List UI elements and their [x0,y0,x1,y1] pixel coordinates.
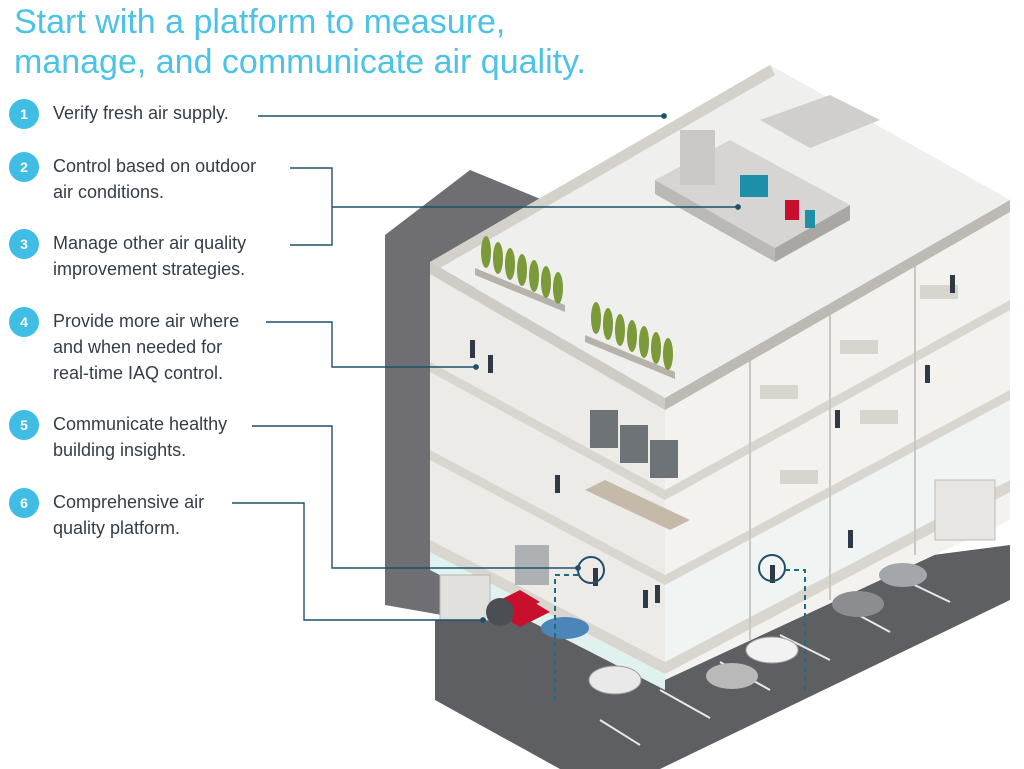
step-4-label: Provide more air where and when needed f… [53,311,240,383]
step-1-badge: 1 [9,99,39,129]
step-4-badge: 4 [9,307,39,337]
air-handling-unit-icon [655,95,880,262]
parked-car-icon [541,563,927,695]
revolving-door [515,545,549,585]
step-3-badge: 3 [9,229,39,259]
shrub-planter-icon-2 [585,302,675,379]
step-5-badge: 5 [9,410,39,440]
step-2-badge: 2 [9,152,39,182]
server-cabinets [590,410,678,478]
step-3-label: Manage other air quality improvement str… [53,233,247,279]
step-6-badge: 6 [9,488,39,518]
office-person-icon [470,275,955,608]
step-6-label: Comprehensive air quality platform. [53,492,205,538]
step-5-label: Communicate healthy building insights. [53,414,228,460]
conference-table [585,480,690,530]
title-line-2: manage, and communicate air quality. [14,43,587,81]
title-line-1: Start with a platform to measure, [14,3,506,41]
desk-workstation-icon [760,285,958,484]
step-2-label: Control based on outdoor air conditions. [53,156,257,202]
step-1-label: Verify fresh air supply. [53,103,229,123]
page-title: Start with a platform to measure, manage… [14,2,714,82]
roof [430,65,1010,398]
leader-lines [232,113,741,623]
sensor-dashed-lines [554,569,806,705]
shrub-planter-icon [475,236,565,312]
